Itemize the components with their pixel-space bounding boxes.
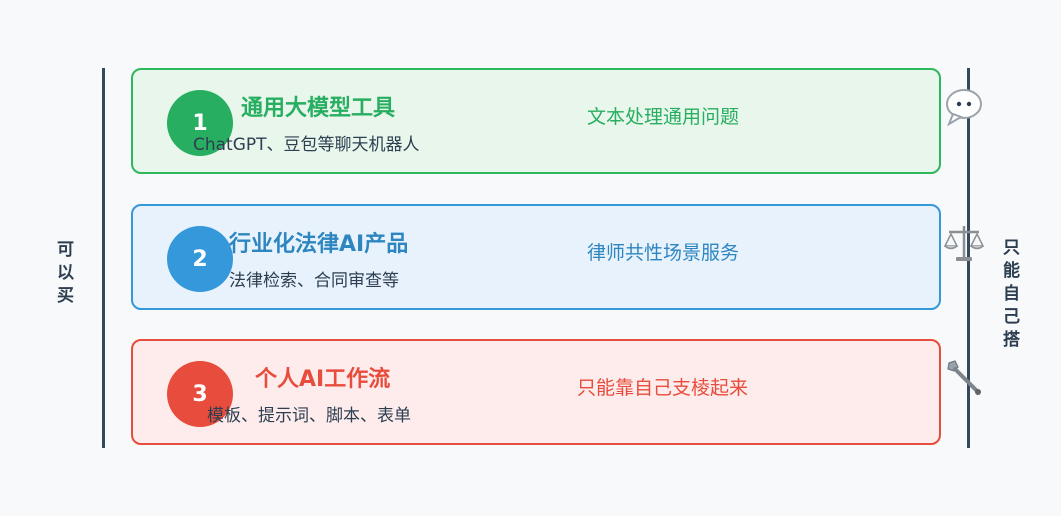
- tier-subtitle: 模板、提示词、脚本、表单: [207, 406, 411, 426]
- tier-number-badge: 1: [167, 90, 233, 156]
- left-divider-line: [102, 68, 105, 448]
- tier-title: 个人AI工作流: [255, 367, 391, 392]
- scales-icon: [943, 226, 985, 261]
- tier-description: 文本处理通用问题: [587, 106, 740, 128]
- tier-card-2: 2 行业化法律AI产品 法律检索、合同审查等 律师共性场景服务: [131, 204, 985, 310]
- tier-description: 只能靠自己支棱起来: [577, 377, 749, 399]
- tier-subtitle: ChatGPT、豆包等聊天机器人: [193, 135, 420, 155]
- chat-bubble-icon: [946, 89, 982, 127]
- right-side-label: 只能自己搭: [999, 238, 1019, 353]
- tier-description: 律师共性场景服务: [587, 242, 740, 264]
- tier-subtitle: 法律检索、合同审查等: [229, 271, 399, 291]
- tier-card-1: 1 通用大模型工具 ChatGPT、豆包等聊天机器人 文本处理通用问题: [131, 68, 982, 174]
- tier-title: 行业化法律AI产品: [229, 232, 409, 257]
- tier-number-badge: 2: [167, 226, 233, 292]
- tier-card-3: 3 个人AI工作流 模板、提示词、脚本、表单 只能靠自己支棱起来: [131, 339, 981, 445]
- wrench-icon: [947, 360, 981, 395]
- tier-title: 通用大模型工具: [241, 96, 396, 121]
- tier-number-badge: 3: [167, 361, 233, 427]
- left-side-label: 可以买: [53, 240, 73, 309]
